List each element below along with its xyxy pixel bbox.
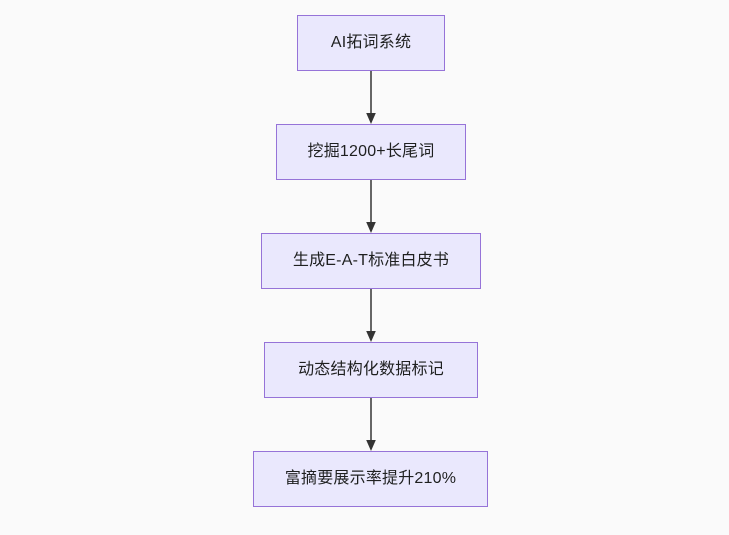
flow-node-rich-snippet-result[interactable]: 富摘要展示率提升210% [253,451,488,507]
edge-n1-n2 [360,71,382,124]
flow-node-label: 生成E-A-T标准白皮书 [292,252,450,270]
edge-n2-n3 [360,180,382,233]
edge-n3-n4 [360,289,382,342]
flow-node-ai-system[interactable]: AI拓词系统 [297,15,445,71]
flow-node-label: 富摘要展示率提升210% [284,470,457,488]
flow-node-structured-data-markup[interactable]: 动态结构化数据标记 [264,342,478,398]
flow-node-long-tail-keywords[interactable]: 挖掘1200+长尾词 [276,124,466,180]
flow-node-label: 动态结构化数据标记 [298,361,444,379]
flow-node-label: 挖掘1200+长尾词 [307,143,435,161]
flow-node-label: AI拓词系统 [330,34,412,52]
edge-n4-n5 [360,398,382,451]
flow-node-eat-whitepaper[interactable]: 生成E-A-T标准白皮书 [261,233,481,289]
